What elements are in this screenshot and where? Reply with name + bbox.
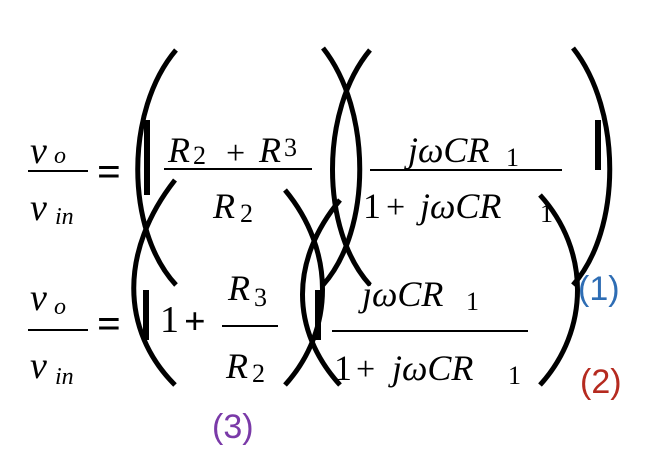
eq2-f2-num-sub: 1 xyxy=(466,287,479,316)
eq1-equals: = xyxy=(97,150,121,196)
eq1-paren-1-left xyxy=(135,48,178,287)
eq2-paren-2-right xyxy=(538,193,580,387)
eq1-f1-num-b-sub: 3 xyxy=(284,133,297,162)
eq2-f2-den-plus: + xyxy=(356,351,375,388)
eq2-f2-den-one: 1 xyxy=(334,348,352,388)
eq2-one: 1 xyxy=(160,299,179,341)
eq2-f2-den-term: jωCR xyxy=(388,348,473,388)
equation-2: v o v in = 1 + R 3 R 2 jωCR 1 1 + jωCR 1 xyxy=(28,178,580,390)
eq1-f1-den: R xyxy=(212,186,235,226)
eq1-paren-1-right xyxy=(321,46,363,287)
eq1-lhs-num-v: v xyxy=(30,130,47,172)
eq2-paren-1-left xyxy=(131,178,177,387)
eq1-lhs-den-sub: in xyxy=(55,204,74,230)
eq2-f2-num: jωCR xyxy=(358,274,443,314)
eq2-f1-num: R xyxy=(227,268,250,308)
eq1-f2-den-term: jωCR xyxy=(416,186,501,226)
label-3: (3) xyxy=(212,408,254,446)
equation-1: v o v in = R 2 + R 3 R 2 jωCR 1 1 + jωCR… xyxy=(28,46,613,287)
eq2-plus: + xyxy=(184,301,206,343)
eq1-lhs-den-v: v xyxy=(30,187,47,229)
eq2-lhs-den-sub: in xyxy=(55,364,74,390)
eq1-paren-2-left xyxy=(330,48,372,287)
eq1-paren-2-right xyxy=(571,46,613,287)
eq2-paren-2-left xyxy=(300,198,342,387)
label-2: (2) xyxy=(580,363,622,401)
eq2-equals: = xyxy=(97,302,121,348)
eq2-f2-den-sub: 1 xyxy=(508,361,521,390)
eq2-lhs-num-sub: o xyxy=(54,294,66,320)
eq1-f1-num-a-sub: 2 xyxy=(193,141,206,170)
eq1-f2-num: jωCR xyxy=(404,130,489,170)
eq1-f2-den-plus: + xyxy=(386,189,405,226)
eq2-lhs-den-v: v xyxy=(30,345,47,387)
eq2-f1-den-sub: 2 xyxy=(252,359,265,388)
eq1-f2-num-sub: 1 xyxy=(506,143,519,172)
label-1: (1) xyxy=(578,270,620,308)
eq2-f1-num-sub: 3 xyxy=(254,283,267,312)
eq2-paren-1-right xyxy=(283,188,325,387)
eq2-lhs-num-v: v xyxy=(30,277,47,319)
eq2-f1-den: R xyxy=(225,346,248,386)
eq1-f1-num-a: R xyxy=(167,130,190,170)
eq1-f1-num-plus: + xyxy=(226,135,245,172)
eq1-f2-den-one: 1 xyxy=(363,186,381,226)
eq1-f1-den-sub: 2 xyxy=(240,199,253,228)
eq1-lhs-num-sub: o xyxy=(54,143,66,169)
eq1-f1-num-b: R xyxy=(258,130,281,170)
